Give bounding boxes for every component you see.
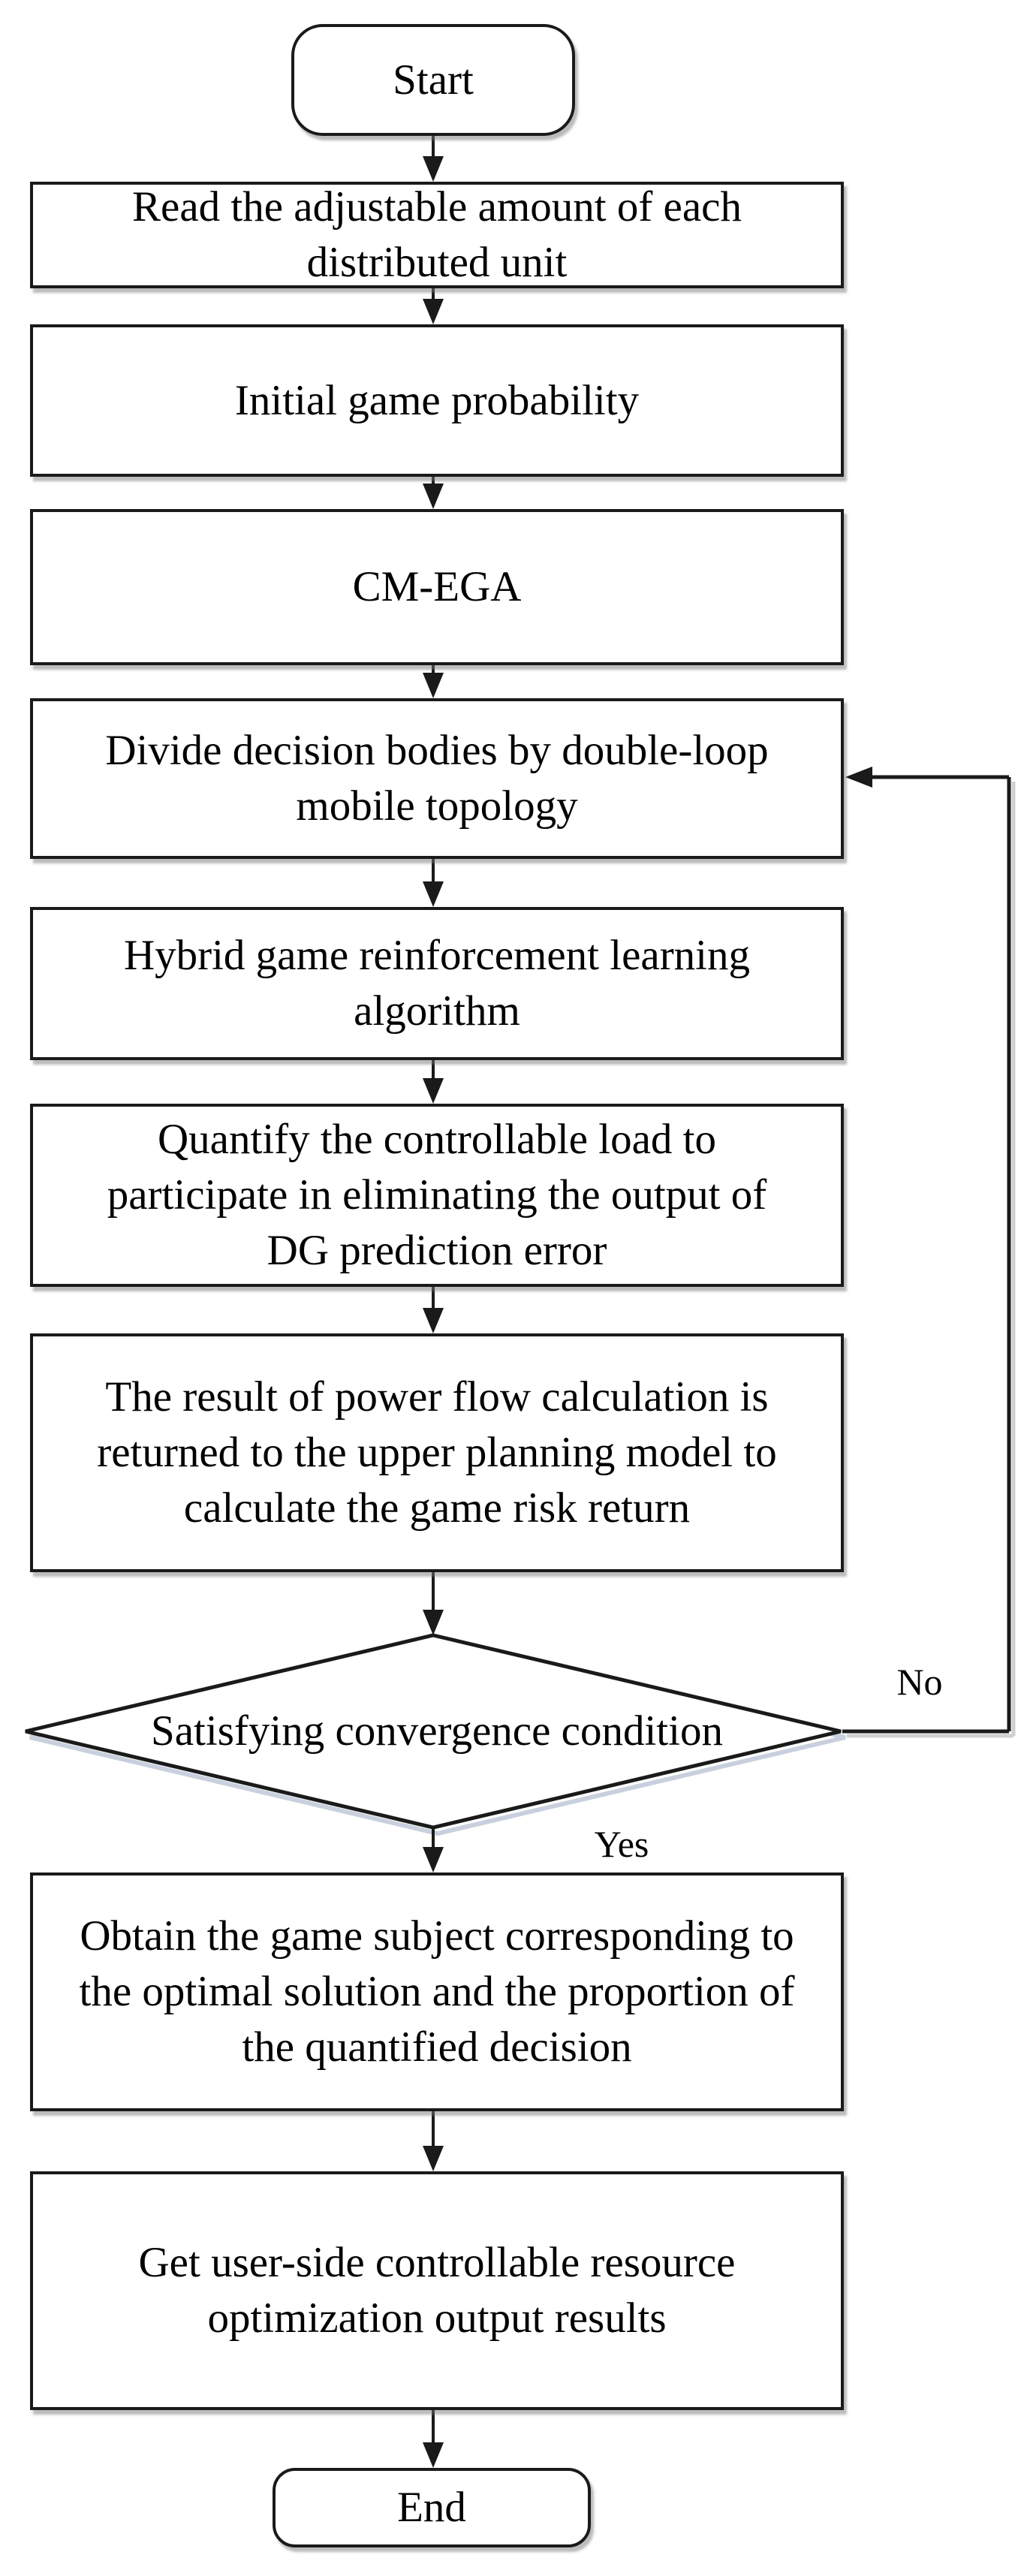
process-power-flow-result: The result of power flow calculation is … <box>30 1333 844 1572</box>
feedback-path <box>842 767 1011 1734</box>
process-read-adjustable-amount: Read the adjustable amount of each distr… <box>30 182 844 288</box>
feedback-path-shadow <box>847 782 1016 1738</box>
process-get-user-side-results: Get user-side controllable resource opti… <box>30 2171 844 2410</box>
flow-arrows <box>423 136 444 2468</box>
decision-convergence-label: Satisfying convergence condition <box>151 1707 723 1755</box>
start-node: Start <box>291 24 575 136</box>
process-obtain-game-subject: Obtain the game subject corresponding to… <box>30 1872 844 2111</box>
end-node: End <box>273 2468 591 2547</box>
edge-label-yes: Yes <box>594 1823 649 1865</box>
decision-diamond <box>25 1633 842 1830</box>
process-hybrid-game-rl: Hybrid game reinforcement learning algor… <box>30 907 844 1060</box>
process-quantify-controllable-load: Quantify the controllable load to partic… <box>30 1104 844 1287</box>
process-divide-decision-bodies: Divide decision bodies by double-loop mo… <box>30 698 844 859</box>
process-cm-ega: CM-EGA <box>30 509 844 665</box>
process-initial-game-probability: Initial game probability <box>30 324 844 477</box>
edge-label-no: No <box>896 1661 943 1703</box>
